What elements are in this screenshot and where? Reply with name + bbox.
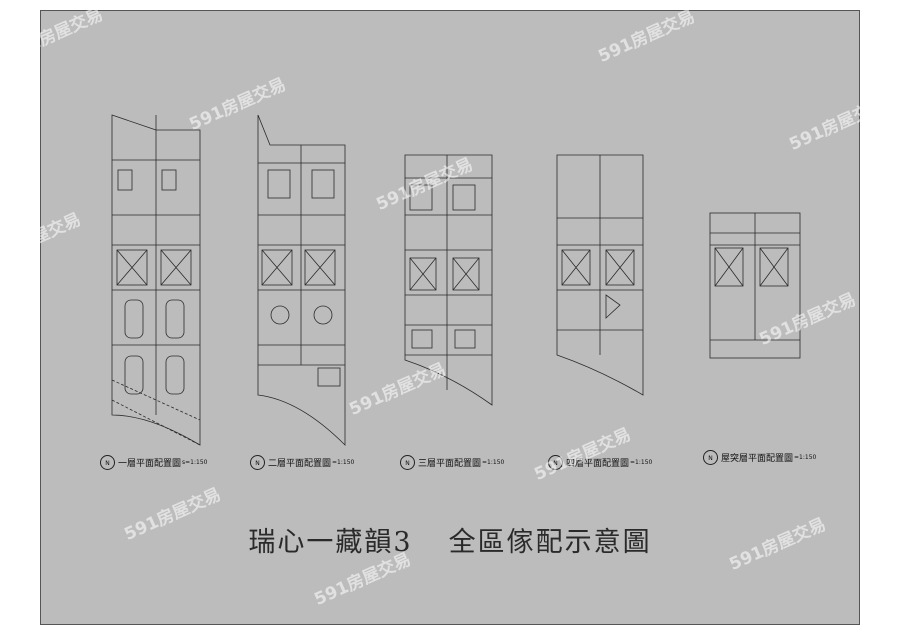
- drawing-subject: 全區傢配示意圖: [448, 527, 652, 558]
- caption-floor-2-scale: =1:150: [332, 459, 355, 466]
- drawing-sheet: [40, 10, 860, 625]
- caption-floor-3-label: 三層平面配置圖: [418, 459, 482, 469]
- floor-plan-4: [556, 154, 644, 396]
- north-arrow-icon: N: [100, 455, 115, 470]
- caption-floor-roof-scale: =1:150: [794, 454, 817, 461]
- caption-floor-4: N 四層平面配置圖 =1:150: [548, 455, 652, 470]
- drawing-title: 瑞心一藏韻3 全區傢配示意圖: [0, 520, 900, 559]
- caption-floor-2: N 二層平面配置圖 =1:150: [250, 455, 354, 470]
- floor-plan-1: [111, 114, 201, 446]
- caption-floor-3: N 三層平面配置圖 =1:150: [400, 455, 504, 470]
- north-arrow-icon: N: [548, 455, 563, 470]
- floor-plan-3: [404, 154, 493, 406]
- caption-floor-1: N 一層平面配置圖 s=1:150: [100, 455, 207, 470]
- caption-floor-4-label: 四層平面配置圖: [566, 459, 630, 469]
- project-name: 瑞心一藏韻3: [248, 527, 413, 558]
- floor-plan-roof: [709, 212, 801, 359]
- caption-floor-1-label: 一層平面配置圖: [118, 459, 182, 469]
- caption-floor-roof-label: 屋突層平面配置圖: [721, 454, 794, 464]
- north-arrow-icon: N: [400, 455, 415, 470]
- caption-floor-3-scale: =1:150: [482, 459, 505, 466]
- caption-floor-2-label: 二層平面配置圖: [268, 459, 332, 469]
- caption-floor-4-scale: =1:150: [630, 459, 653, 466]
- caption-floor-roof: N 屋突層平面配置圖 =1:150: [703, 450, 816, 465]
- floor-plan-2: [257, 114, 346, 446]
- caption-floor-1-scale: s=1:150: [182, 459, 208, 466]
- north-arrow-icon: N: [250, 455, 265, 470]
- north-arrow-icon: N: [703, 450, 718, 465]
